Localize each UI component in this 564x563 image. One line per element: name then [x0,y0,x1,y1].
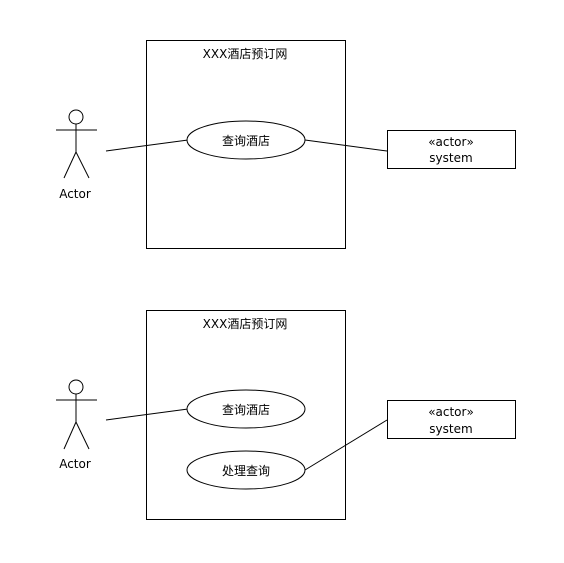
actor-label-1: Actor [59,187,91,201]
association-line [105,139,189,152]
association-line [304,419,388,471]
actor-figure-2 [56,379,97,450]
external-actor-box-2 [387,400,516,439]
diagram-2: XXX酒店预订网 Actor 查询酒店 处理查询 «actor» system [56,310,516,520]
actor-figure-1 [56,109,97,179]
use-case-ellipse [186,389,306,429]
external-actor-name: system [429,422,472,436]
diagram-1: XXX酒店预订网 Actor 查询酒店 «actor» system [56,40,516,249]
system-title-1: XXX酒店预订网 [203,47,288,61]
external-actor-name: system [429,151,472,165]
actor-label-2: Actor [59,457,91,471]
external-actor-stereotype: «actor» [428,405,474,419]
use-case-label: 查询酒店 [222,403,270,417]
association-line [105,408,189,421]
external-actor-box-1 [387,130,516,169]
use-case-label: 处理查询 [222,464,270,478]
system-title-2: XXX酒店预订网 [203,317,288,331]
external-actor-stereotype: «actor» [428,135,474,149]
association-line [304,139,388,152]
use-case-label: 查询酒店 [222,134,270,148]
